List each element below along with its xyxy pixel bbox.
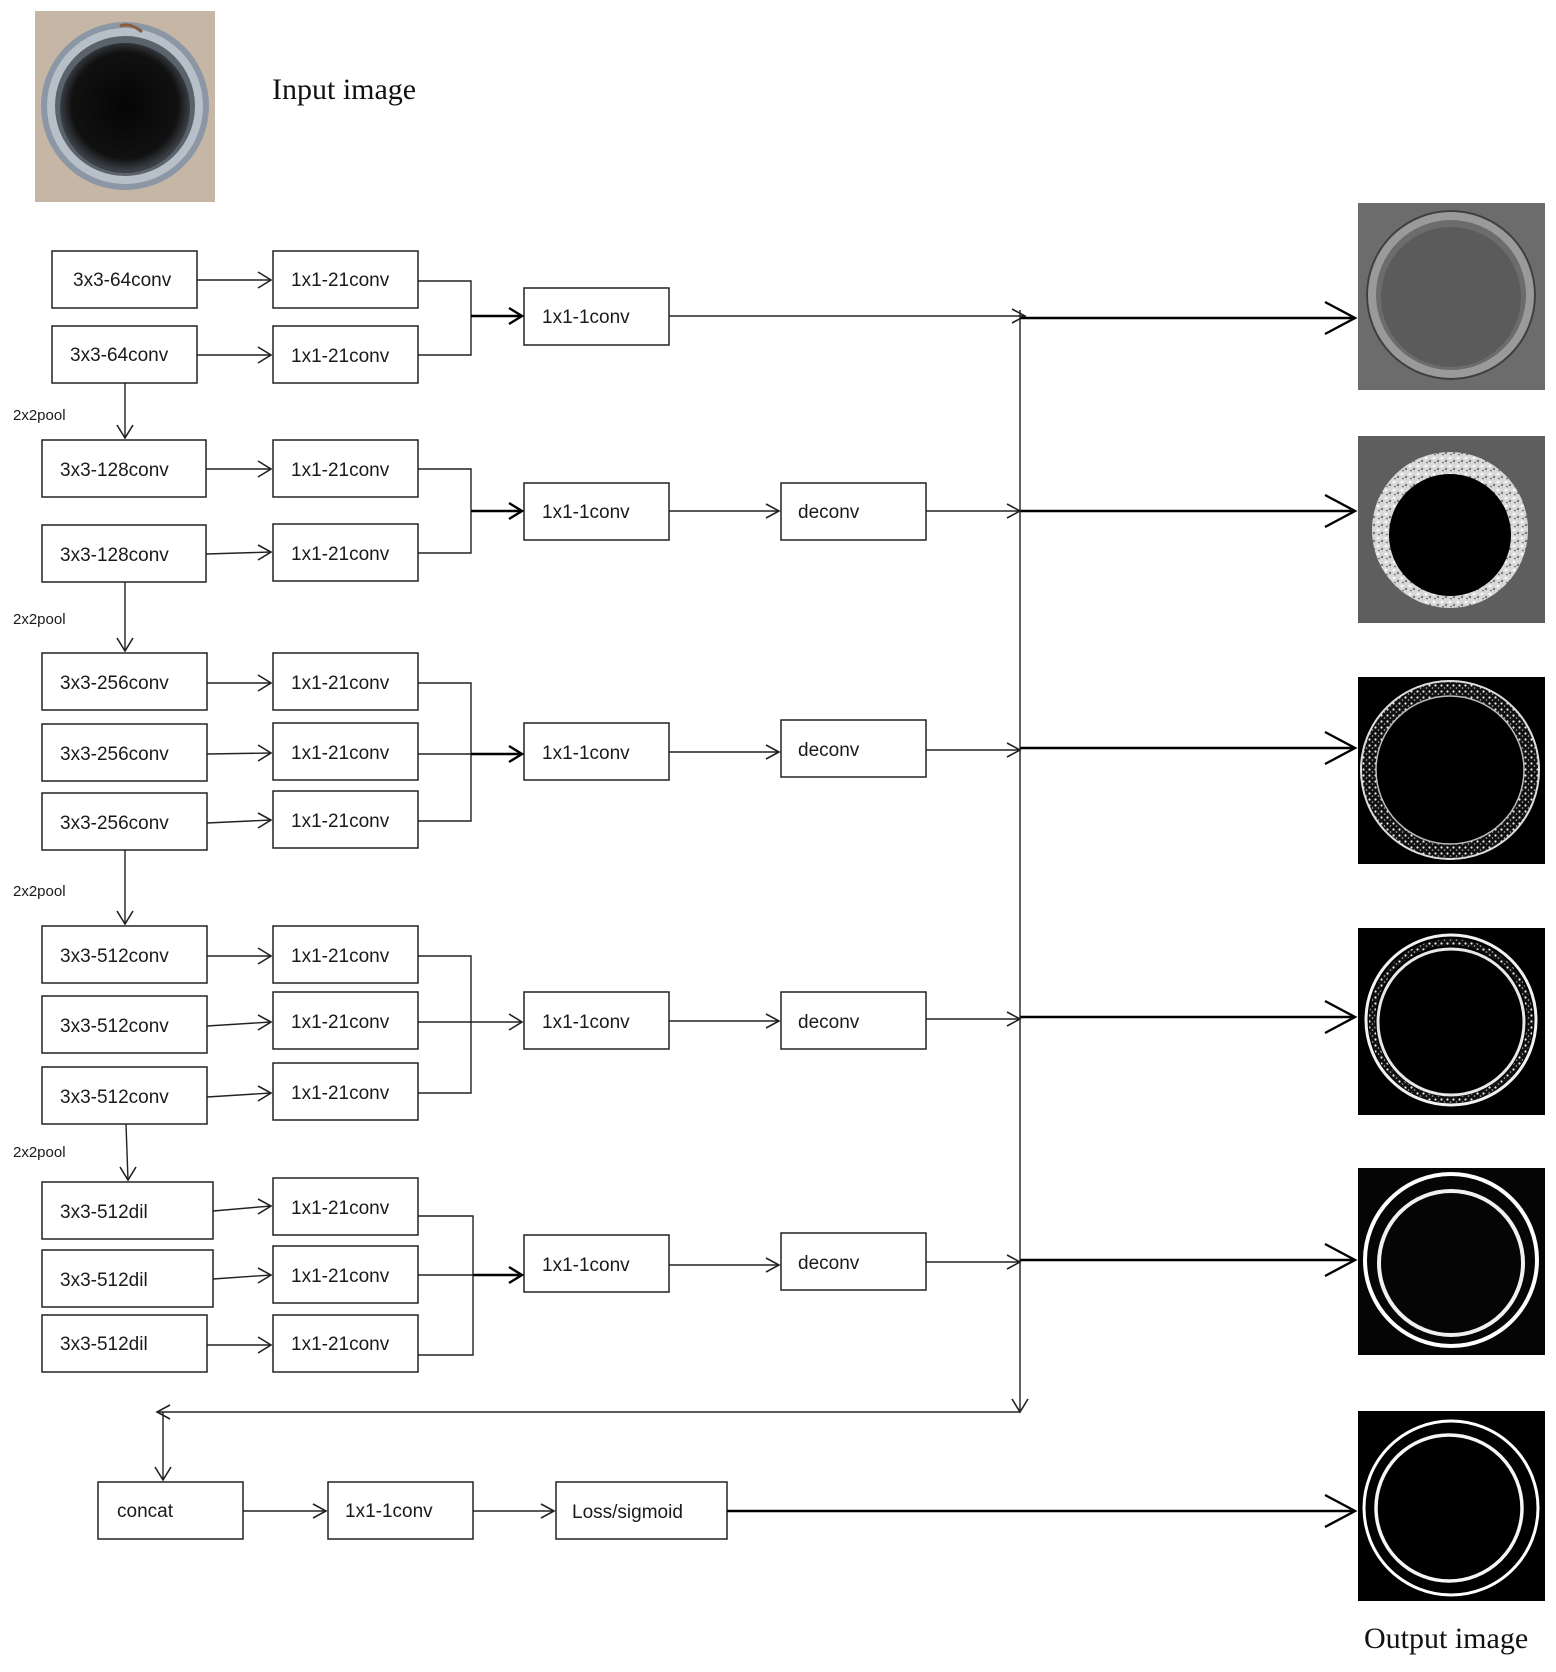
conv-box bbox=[41, 1181, 214, 1240]
stage-2: 3x3-128conv 3x3-128conv 1x1-21conv 1x1-2… bbox=[13, 439, 1358, 653]
conv-box bbox=[41, 439, 207, 498]
fuse-conv-label: 1x1-1conv bbox=[542, 1012, 630, 1033]
conv-label: 3x3-512dil bbox=[60, 1270, 148, 1291]
output-image-4 bbox=[1358, 928, 1545, 1115]
output-image-5 bbox=[1358, 1168, 1545, 1355]
conv-box bbox=[41, 723, 208, 782]
deconv-box bbox=[780, 719, 927, 778]
stage-5: 3x3-512dil 3x3-512dil 3x3-512dil 1x1-21c… bbox=[41, 1177, 1358, 1373]
deconv-box bbox=[780, 1232, 927, 1291]
pool-label: 2x2pool bbox=[13, 1144, 66, 1161]
pool-label: 2x2pool bbox=[13, 611, 66, 628]
side-conv-box bbox=[272, 1314, 419, 1373]
pool-label: 2x2pool bbox=[13, 407, 66, 424]
side-conv-box bbox=[272, 1177, 419, 1236]
side-conv-box bbox=[272, 439, 419, 498]
final-fuse-label: 1x1-1conv bbox=[345, 1501, 433, 1522]
conv-label: 3x3-512dil bbox=[60, 1202, 148, 1223]
side-conv-box bbox=[272, 250, 419, 309]
conv-box bbox=[41, 792, 208, 851]
conv-label: 3x3-512conv bbox=[60, 946, 169, 967]
concat-label: concat bbox=[117, 1501, 174, 1522]
side-conv-label: 1x1-21conv bbox=[291, 544, 390, 565]
conv-label: 3x3-256conv bbox=[60, 673, 169, 694]
side-conv-box bbox=[272, 925, 419, 984]
conv-box bbox=[41, 925, 208, 984]
deconv-label: deconv bbox=[798, 1253, 860, 1274]
deconv-box bbox=[780, 482, 927, 541]
fuse-conv-box bbox=[523, 722, 670, 781]
conv-box bbox=[41, 524, 207, 583]
input-image bbox=[35, 11, 215, 202]
side-conv-box bbox=[272, 1062, 419, 1121]
side-conv-label: 1x1-21conv bbox=[291, 811, 390, 832]
side-conv-box bbox=[272, 790, 419, 849]
conv-label: 3x3-512conv bbox=[60, 1087, 169, 1108]
fuse-conv-label: 1x1-1conv bbox=[542, 1255, 630, 1276]
conv-box bbox=[41, 995, 208, 1054]
deconv-label: deconv bbox=[798, 502, 860, 523]
side-conv-label: 1x1-21conv bbox=[291, 743, 390, 764]
side-conv-box bbox=[272, 652, 419, 711]
conv-label: 3x3-512conv bbox=[60, 1016, 169, 1037]
conv-label: 3x3-128conv bbox=[60, 545, 169, 566]
side-conv-label: 1x1-21conv bbox=[291, 1334, 390, 1355]
fuse-conv-box bbox=[523, 1234, 670, 1293]
deconv-label: deconv bbox=[798, 1012, 860, 1033]
stage-4: 3x3-512conv 3x3-512conv 3x3-512conv 1x1-… bbox=[13, 925, 1358, 1182]
conv-label: 3x3-128conv bbox=[60, 460, 169, 481]
side-conv-label: 1x1-21conv bbox=[291, 1198, 390, 1219]
stage-3: 3x3-256conv 3x3-256conv 3x3-256conv 1x1-… bbox=[13, 652, 1358, 926]
fuse-conv-label: 1x1-1conv bbox=[542, 743, 630, 764]
conv-box bbox=[41, 1314, 208, 1373]
side-conv-label: 1x1-21conv bbox=[291, 1012, 390, 1033]
side-conv-label: 1x1-21conv bbox=[291, 1083, 390, 1104]
stage-1: 3x3-64conv 3x3-64conv 1x1-21conv 1x1-21c… bbox=[13, 250, 1358, 440]
side-conv-label: 1x1-21conv bbox=[291, 270, 390, 291]
fuse-conv-label: 1x1-1conv bbox=[542, 307, 630, 328]
loss-box bbox=[555, 1481, 728, 1540]
side-conv-label: 1x1-21conv bbox=[291, 946, 390, 967]
output-image-1 bbox=[1358, 203, 1545, 390]
conv-label: 3x3-256conv bbox=[60, 744, 169, 765]
conv-box bbox=[51, 250, 198, 309]
fuse-conv-box bbox=[523, 991, 670, 1050]
side-conv-box bbox=[272, 991, 419, 1050]
side-conv-label: 1x1-21conv bbox=[291, 460, 390, 481]
input-image-caption: Input image bbox=[272, 73, 416, 106]
side-conv-label: 1x1-21conv bbox=[291, 1266, 390, 1287]
concat-box bbox=[97, 1481, 244, 1540]
side-conv-box bbox=[272, 722, 419, 781]
fuse-conv-label: 1x1-1conv bbox=[542, 502, 630, 523]
output-image-6 bbox=[1358, 1411, 1545, 1601]
deconv-label: deconv bbox=[798, 740, 860, 761]
conv-label: 3x3-256conv bbox=[60, 813, 169, 834]
deconv-box bbox=[780, 991, 927, 1050]
conv-box bbox=[41, 1249, 214, 1308]
side-conv-label: 1x1-21conv bbox=[291, 346, 390, 367]
pool-label: 2x2pool bbox=[13, 883, 66, 900]
conv-label: 3x3-64conv bbox=[73, 270, 172, 291]
conv-box bbox=[41, 1066, 208, 1125]
fuse-conv-box bbox=[523, 482, 670, 541]
output-image-caption: Output image bbox=[1364, 1622, 1528, 1655]
final-fuse-box bbox=[327, 1481, 474, 1540]
output-image-2 bbox=[1358, 436, 1545, 623]
conv-label: 3x3-512dil bbox=[60, 1334, 148, 1355]
side-conv-label: 1x1-21conv bbox=[291, 673, 390, 694]
fusion-path: concat 1x1-1conv Loss/sigmoid bbox=[97, 310, 1358, 1540]
conv-label: 3x3-64conv bbox=[70, 345, 169, 366]
conv-box bbox=[41, 652, 208, 711]
loss-label: Loss/sigmoid bbox=[572, 1502, 683, 1523]
output-image-3 bbox=[1358, 677, 1545, 864]
